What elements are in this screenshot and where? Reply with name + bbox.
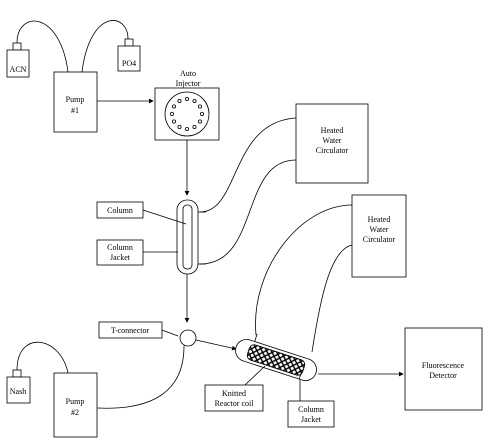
column-label: Column xyxy=(107,206,133,215)
auto-injector: Auto Injector xyxy=(154,69,220,141)
pump1-label: Pump xyxy=(66,95,85,104)
auto-injector-label-1: Auto xyxy=(180,69,196,78)
pump-2: Pump #2 xyxy=(53,372,98,438)
reactor-hose-right xyxy=(311,244,353,353)
fluorescence-label-2: Detector xyxy=(429,371,457,380)
circ1-label-3: Circulator xyxy=(316,146,349,155)
jacket-hose-upper xyxy=(199,117,297,213)
acn-bottle: ACN xyxy=(6,42,30,78)
pump1-number: #1 xyxy=(71,106,79,115)
circ1-label-2: Water xyxy=(323,136,342,145)
nash-tube xyxy=(16,341,69,374)
knitted-label-box: Knitted Reactor coil xyxy=(204,365,266,412)
circ2-label-3: Circulator xyxy=(363,235,396,244)
column xyxy=(182,204,193,270)
tconnector-to-reactor-arrow xyxy=(195,339,237,351)
knitted-reactor xyxy=(235,333,317,381)
fluorescence-label-1: Fluorescence xyxy=(422,361,465,370)
circ1-label-1: Heated xyxy=(321,126,344,135)
t-connector-label: T-connector xyxy=(111,326,150,335)
column-jacket-label-2: Jacket xyxy=(110,253,131,262)
pump2-to-tconnector-tube xyxy=(96,345,185,409)
circ2-label-2: Water xyxy=(370,225,389,234)
column-label-box: Column xyxy=(96,201,187,225)
knitted-coil xyxy=(246,344,306,376)
jacket-hose-lower xyxy=(199,159,297,265)
t-connector xyxy=(179,329,197,347)
nash-label: Nash xyxy=(10,387,26,396)
column-jacket-2-label-box: Column Jacket xyxy=(287,380,335,428)
fluorescence-detector: Fluorescence Detector xyxy=(404,327,483,411)
column-jacket2-label-1: Column xyxy=(298,405,324,414)
po4-tube xyxy=(81,20,129,73)
po4-label: PO4 xyxy=(122,59,136,68)
heated-water-circulator-2: Heated Water Circulator xyxy=(351,194,407,278)
knitted-label-1: Knitted xyxy=(222,389,246,398)
heated-water-circulator-1: Heated Water Circulator xyxy=(295,103,369,184)
pump2-number: #2 xyxy=(71,408,79,417)
t-connector-label-box: T-connector xyxy=(98,321,179,339)
auto-injector-label-2: Injector xyxy=(176,79,201,88)
acn-tube xyxy=(16,20,69,73)
po4-bottle: PO4 xyxy=(117,38,141,72)
column-jacket-label-1: Column xyxy=(107,243,133,252)
pump2-label: Pump xyxy=(66,397,85,406)
nash-bottle: Nash xyxy=(6,369,31,404)
circ2-label-1: Heated xyxy=(368,215,391,224)
column-assembly xyxy=(176,199,206,275)
acn-label: ACN xyxy=(10,65,27,74)
column-jacket2-label-2: Jacket xyxy=(301,415,322,424)
injector-vials xyxy=(169,97,204,132)
column-jacket-label-box: Column Jacket xyxy=(96,239,178,266)
reactor-hose-left xyxy=(255,204,353,336)
pump-1: Pump #1 xyxy=(53,71,98,133)
knitted-label-2: Reactor coil xyxy=(215,399,255,408)
